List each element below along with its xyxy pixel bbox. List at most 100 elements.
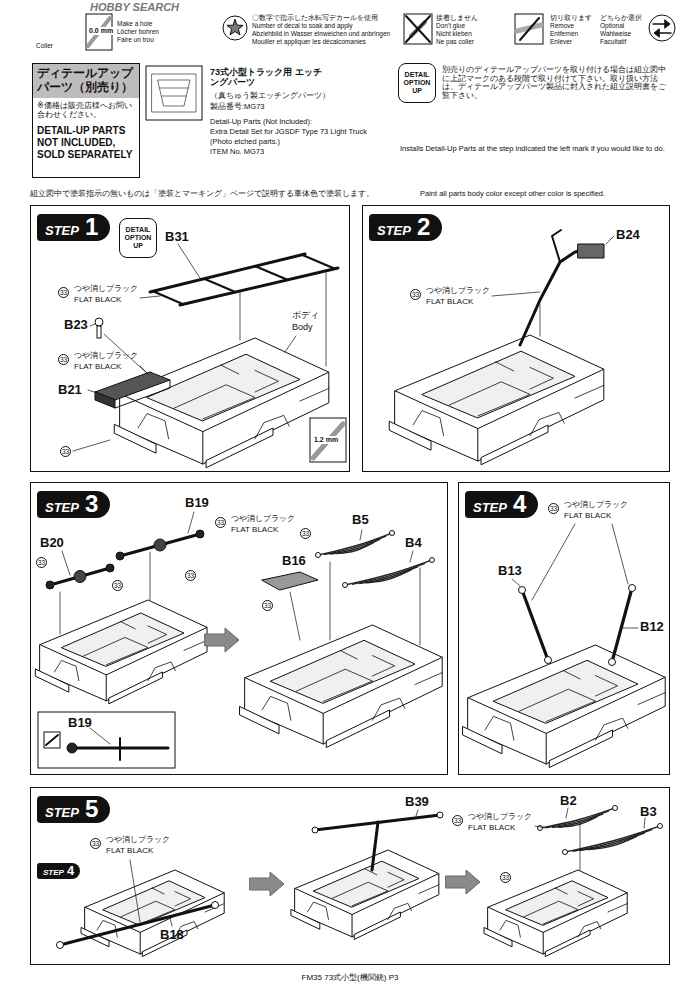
cut-icon bbox=[520, 18, 539, 40]
leader-line bbox=[410, 551, 413, 562]
spring-eye bbox=[658, 824, 663, 829]
leaf-spring bbox=[565, 826, 660, 852]
part-number: B24 bbox=[616, 228, 640, 243]
leaf-spring bbox=[580, 833, 645, 851]
spring-eye bbox=[613, 806, 618, 811]
step-tab: STEP5 bbox=[37, 796, 110, 823]
no-glue-icon bbox=[404, 14, 432, 44]
icon-caption: Number of decal to soak and apply bbox=[252, 22, 352, 29]
body-tub bbox=[152, 888, 164, 894]
rod-part bbox=[612, 588, 632, 662]
body-tub bbox=[221, 365, 239, 374]
paint-number: 33 bbox=[90, 838, 101, 849]
dimension-text: 0.0 mm bbox=[88, 27, 114, 35]
paint-number: 33 bbox=[215, 517, 226, 528]
wheel-well bbox=[255, 415, 289, 438]
product-thumbnail bbox=[158, 80, 190, 106]
decal-icon bbox=[227, 20, 243, 35]
product-thumbnail bbox=[152, 74, 196, 112]
differential bbox=[74, 571, 86, 583]
paint-name: つや消しブラック bbox=[468, 812, 532, 821]
paint-name: FLAT BLACK bbox=[74, 362, 121, 371]
wheel-well bbox=[388, 903, 412, 919]
fender-plate bbox=[481, 425, 548, 465]
watermark: HOBBY SEARCH bbox=[90, 1, 179, 14]
part-number: B13 bbox=[498, 564, 522, 579]
b16-plate bbox=[262, 572, 318, 590]
part-number: B20 bbox=[40, 536, 64, 551]
leaf-spring bbox=[573, 829, 653, 851]
leader-line bbox=[622, 628, 638, 629]
rod-end bbox=[312, 827, 318, 833]
part-number: B21 bbox=[58, 383, 82, 398]
wheel-well bbox=[262, 696, 291, 720]
inset-frame bbox=[38, 712, 175, 768]
leader-line bbox=[606, 236, 614, 244]
detail-up-box: ディテールアップ パーツ（別売り）※価格は販売店様へお問い合わせください。DET… bbox=[32, 63, 140, 178]
body-tub bbox=[323, 713, 324, 744]
leaf-spring bbox=[324, 536, 386, 554]
body-tub bbox=[596, 676, 618, 696]
product-thumbnail bbox=[146, 66, 202, 120]
rod-end bbox=[437, 812, 443, 818]
leaf-spring bbox=[352, 563, 425, 584]
rod-end bbox=[519, 587, 526, 594]
body-tub bbox=[496, 362, 514, 371]
part-number: B5 bbox=[352, 513, 369, 528]
part-number: B19 bbox=[185, 496, 209, 511]
option-icon bbox=[665, 20, 670, 28]
part-number: B2 bbox=[560, 794, 577, 809]
cut-icon bbox=[515, 14, 543, 44]
wheel-well bbox=[530, 412, 564, 435]
note-text: （真ちゅう製エッチングパーツ） bbox=[210, 92, 330, 101]
leader-line bbox=[416, 810, 418, 816]
body-tub bbox=[314, 861, 419, 907]
axle-hub bbox=[67, 743, 77, 753]
part-number: B23 bbox=[64, 318, 88, 333]
paint-name: つや消しブラック bbox=[231, 514, 295, 523]
icon-caption: Abziehbild in Wasser einweichen und anbr… bbox=[252, 30, 390, 37]
leader-line bbox=[150, 552, 151, 600]
fender-plate bbox=[291, 910, 320, 930]
leaf-spring bbox=[330, 539, 380, 554]
body-tub bbox=[477, 429, 478, 461]
rod-end bbox=[609, 659, 616, 666]
box-english: DETAIL-UP PARTS NOT INCLUDED, SOLD SEPAR… bbox=[33, 123, 139, 165]
paint-number: 33 bbox=[58, 354, 69, 365]
leader-line bbox=[290, 592, 300, 640]
note-text: 製品番号:MG73 bbox=[210, 103, 265, 112]
note-text: (Photo etched parts.) bbox=[210, 138, 280, 147]
leader-line bbox=[130, 860, 140, 922]
body-tub bbox=[174, 385, 255, 419]
leader-line bbox=[326, 273, 327, 366]
rod-part bbox=[522, 590, 548, 660]
paint-number: 33 bbox=[500, 872, 511, 883]
body-tub bbox=[388, 872, 404, 887]
paint-number: 33 bbox=[58, 287, 69, 298]
axle-hub bbox=[196, 530, 204, 538]
drill-icon bbox=[310, 418, 346, 462]
icon-caption: 〇数字で指示した水転写デカールを使用 bbox=[252, 14, 378, 21]
fuel-tank bbox=[95, 372, 170, 400]
icon-caption: どちらか選択 bbox=[600, 14, 642, 21]
body-tub bbox=[449, 382, 530, 416]
option-icon bbox=[649, 15, 675, 41]
paint-name: FLAT BLACK bbox=[231, 525, 278, 534]
fender-plate bbox=[546, 930, 590, 956]
hole-icon bbox=[88, 18, 110, 46]
step-panel: STEP2 bbox=[362, 205, 670, 472]
leaf-spring bbox=[588, 836, 637, 850]
dimension-text: 1.2 mm bbox=[313, 436, 339, 444]
spring-eye bbox=[430, 558, 435, 563]
leader-line bbox=[170, 918, 172, 926]
icon-caption: Löcher bohren bbox=[117, 28, 159, 35]
leader-line bbox=[540, 304, 541, 336]
note-text: 別売りのディテールアップパーツを取り付ける場合は組立図中に上記マークのある段階で… bbox=[442, 66, 666, 101]
leaf-spring bbox=[366, 570, 411, 583]
leader-line bbox=[532, 524, 575, 600]
frame-rail bbox=[180, 268, 338, 305]
wheel-well bbox=[596, 718, 628, 740]
part-number: B12 bbox=[640, 620, 664, 635]
body-tub bbox=[494, 660, 639, 723]
leaf-spring bbox=[546, 811, 609, 828]
